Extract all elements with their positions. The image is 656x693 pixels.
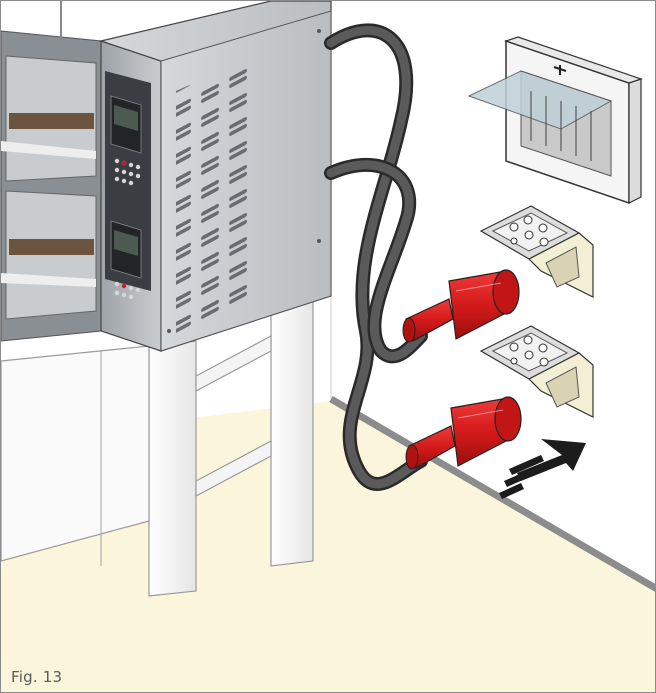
plug-lower [406, 397, 521, 469]
oven-control-column [101, 41, 161, 351]
oven-chambers [1, 1, 101, 341]
insert-arrow-icon [499, 439, 586, 499]
plug-upper [403, 270, 519, 342]
figure-caption: Fig. 13 [11, 668, 62, 686]
distribution-board [469, 37, 641, 203]
